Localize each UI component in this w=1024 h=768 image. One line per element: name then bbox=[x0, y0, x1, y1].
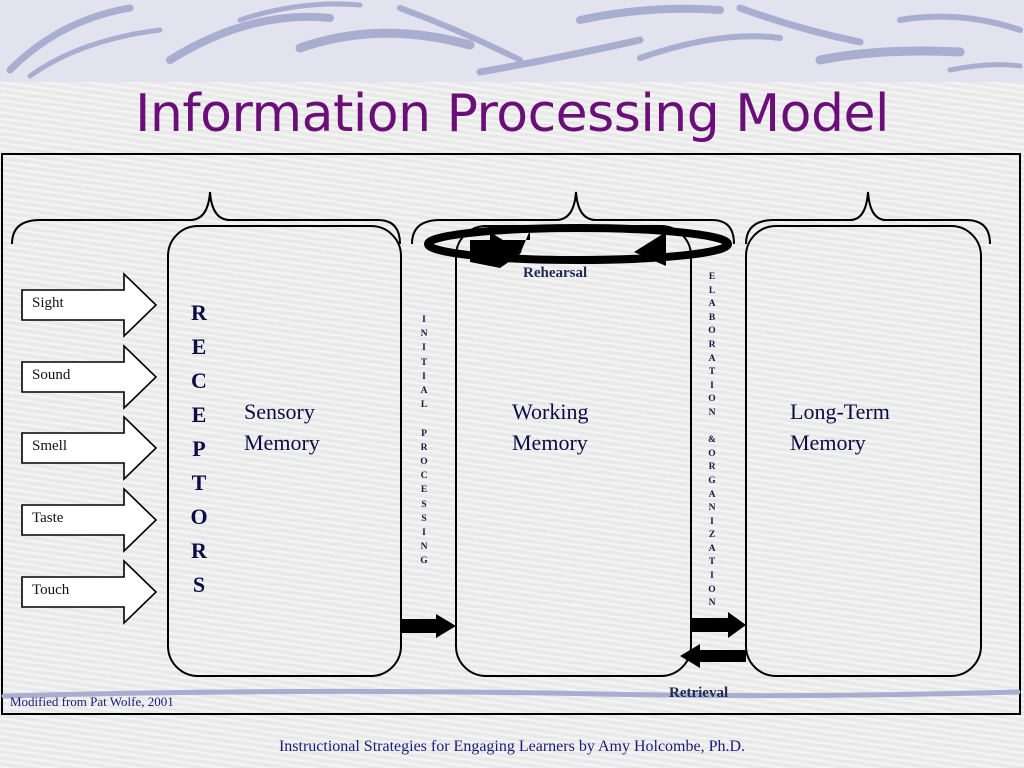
diagram-frame bbox=[1, 153, 1021, 715]
long-term-memory-label: Long-Term Memory bbox=[790, 399, 890, 455]
sensory-memory-box bbox=[167, 225, 402, 677]
sense-label-sight: Sight bbox=[32, 295, 64, 311]
retrieval-label: Retrieval bbox=[669, 685, 729, 701]
initial-processing-arrow bbox=[402, 614, 456, 638]
rehearsal-arrowhead-left bbox=[634, 232, 666, 266]
sensory-memory-label: Sensory Memory bbox=[244, 399, 320, 455]
brace-sensory bbox=[11, 191, 401, 245]
rehearsal-label: Rehearsal bbox=[523, 265, 588, 281]
brace-working bbox=[411, 191, 735, 245]
elaboration-arrow bbox=[692, 612, 746, 638]
slide-title: Information Processing Model bbox=[135, 84, 889, 144]
receptors-label: R E C E P T O R S bbox=[190, 300, 208, 597]
credit-text: Modified from Pat Wolfe, 2001 bbox=[10, 694, 174, 709]
brace-longterm bbox=[745, 191, 991, 245]
sense-label-sound: Sound bbox=[32, 367, 71, 383]
working-memory-label: Working Memory bbox=[512, 399, 589, 455]
rehearsal-loop bbox=[424, 224, 732, 264]
rehearsal-arrowhead-right bbox=[490, 232, 522, 266]
sense-label-taste: Taste bbox=[32, 510, 64, 526]
retrieval-arrow bbox=[680, 644, 746, 668]
sense-arrows bbox=[21, 272, 158, 625]
slide-footer: Instructional Strategies for Engaging Le… bbox=[278, 738, 746, 755]
elaboration-organization-label: E L A B O R A T I O N & O R G A N I Z A … bbox=[708, 272, 716, 609]
initial-processing-label: I N I T I A L P R O C E S S I N G bbox=[420, 315, 428, 567]
credit-swirl bbox=[1, 688, 1021, 699]
sense-label-touch: Touch bbox=[32, 582, 70, 598]
decorative-swirl-band bbox=[0, 0, 1024, 82]
sense-label-smell: Smell bbox=[32, 438, 68, 454]
long-term-memory-box bbox=[745, 225, 982, 677]
